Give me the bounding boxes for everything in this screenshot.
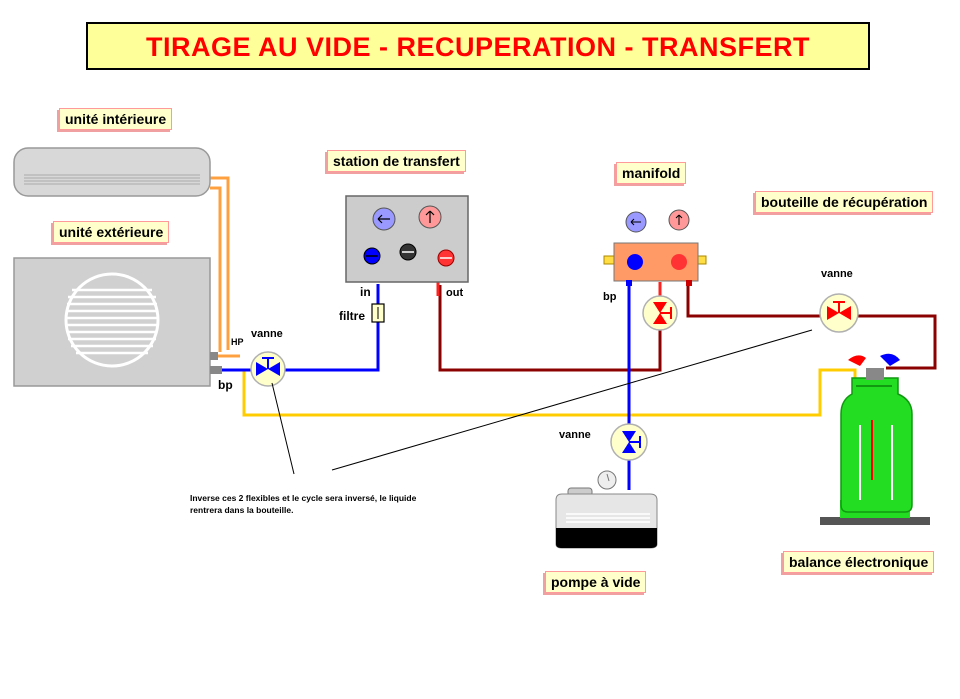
vacuum-pump-icon — [555, 470, 658, 549]
yellow-line-bottle — [820, 368, 857, 388]
hp-label: HP — [231, 337, 244, 347]
outdoor-unit-label: unité extérieure — [53, 221, 170, 243]
page-title: TIRAGE AU VIDE - RECUPERATION - TRANSFER… — [86, 22, 870, 70]
valve-icon[interactable] — [250, 351, 286, 387]
low-pressure-gauge-icon — [625, 211, 647, 233]
orange-line-indoor-liquid — [210, 176, 230, 350]
red-valve-handle — [848, 355, 866, 366]
scale-label: balance électronique — [783, 551, 935, 573]
station-in-label: in — [360, 285, 371, 299]
bp-unit-label: bp — [218, 378, 233, 392]
valve-unit-label: vanne — [251, 328, 283, 340]
red-line-manifold-bottle — [686, 285, 820, 318]
filter-icon — [371, 303, 385, 323]
high-pressure-gauge-icon — [418, 205, 442, 229]
blue-valve-handle — [880, 353, 900, 366]
filter-label: filtre — [339, 309, 366, 323]
pipes — [210, 176, 937, 490]
high-pressure-gauge-icon — [668, 209, 690, 231]
outdoor-unit — [13, 257, 222, 387]
orange-line-indoor-gas — [210, 186, 222, 352]
valve-icon[interactable] — [642, 295, 678, 331]
indoor-unit-label: unité intérieure — [59, 108, 173, 130]
gas-bottle-icon — [820, 353, 930, 525]
valve-bottle-label: vanne — [821, 268, 853, 280]
bp-manifold-label: bp — [603, 291, 617, 303]
reverse-hoses-note: Inverse ces 2 flexibles et le cycle sera… — [190, 493, 417, 515]
manifold — [603, 209, 707, 286]
note-leader-line — [331, 329, 813, 471]
note-leader-line — [271, 382, 295, 475]
red-line-station-out — [438, 285, 662, 372]
recovery-bottle-label: bouteille de récupération — [755, 191, 934, 213]
red-line-bottle-valve — [858, 314, 937, 370]
transfer-station-label: station de transfert — [327, 150, 466, 172]
low-pressure-gauge-icon — [372, 207, 396, 231]
manifold-label: manifold — [616, 162, 687, 184]
valve-pump-label: vanne — [559, 429, 591, 441]
transfer-station — [345, 195, 469, 283]
station-out-label: out — [446, 287, 464, 299]
fan-icon — [64, 272, 160, 368]
indoor-unit — [13, 147, 211, 197]
valve-icon[interactable] — [819, 293, 859, 333]
valve-icon[interactable] — [610, 423, 648, 461]
vacuum-pump-label: pompe à vide — [545, 571, 647, 593]
